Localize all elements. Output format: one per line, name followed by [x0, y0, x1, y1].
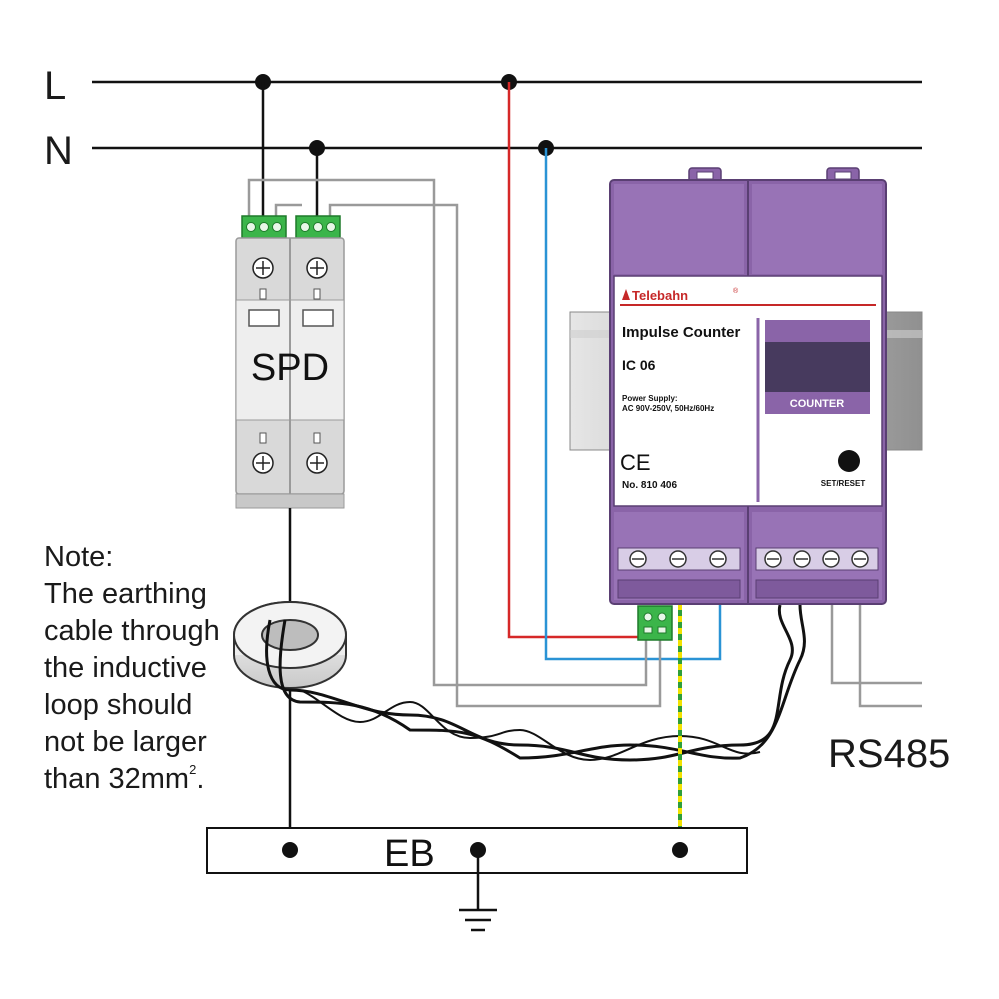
- note-line: not be larger: [44, 726, 207, 758]
- wire-blue-n-supply: [544, 148, 722, 661]
- wire-grey-spd-signal-2: [328, 203, 662, 708]
- eb-terminal-spd: [282, 842, 298, 858]
- telebahn-logo: Telebahn ®: [622, 287, 739, 303]
- brand-name: Telebahn: [632, 288, 688, 303]
- spd-label: SPD: [251, 347, 329, 389]
- note-line: loop should: [44, 689, 192, 721]
- power-supply-value: AC 90V-250V, 50Hz/60Hz: [622, 404, 714, 413]
- wire-grey-rs485-a: [830, 604, 922, 685]
- device-name: Impulse Counter: [622, 324, 741, 341]
- line-l-label: L: [44, 64, 66, 108]
- brand-mark: ®: [733, 287, 739, 295]
- device-model: IC 06: [622, 357, 656, 373]
- note-line: the inductive: [44, 652, 207, 684]
- twisted-pair-twist: [299, 689, 761, 762]
- power-supply-label: Power Supply:: [622, 394, 678, 403]
- twisted-pair-a: [265, 604, 794, 762]
- note-superscript: 2: [189, 762, 196, 777]
- serial-number: No. 810 406: [622, 480, 677, 491]
- note-line: Note:: [44, 541, 113, 573]
- wire-grey-spd-signal-1: [247, 178, 648, 687]
- rs485-label: RS485: [828, 732, 950, 776]
- twisted-pair-b: [278, 604, 806, 760]
- ground-icon: [459, 850, 497, 932]
- note-line: than 32mm: [44, 763, 189, 795]
- note-line: The earthing: [44, 578, 207, 610]
- note-line: cable through: [44, 615, 220, 647]
- earth-bar-label: EB: [384, 833, 435, 875]
- spd-module: [235, 215, 345, 509]
- line-n-label: N: [44, 129, 73, 173]
- impulse-counter: [609, 167, 887, 641]
- note-text: Note: The earthing cable through the ind…: [44, 541, 220, 795]
- note-end: .: [196, 763, 204, 795]
- wire-grey-rs485-b: [858, 604, 922, 708]
- set-reset-label: SET/RESET: [821, 479, 866, 488]
- counter-label: COUNTER: [790, 398, 844, 410]
- eb-terminal-counter: [672, 842, 688, 858]
- note-line-last: than 32mm2.: [44, 762, 204, 795]
- ce-mark: CE: [620, 450, 651, 475]
- inductive-loop: [233, 601, 347, 689]
- wire-red-l-supply: [507, 82, 638, 639]
